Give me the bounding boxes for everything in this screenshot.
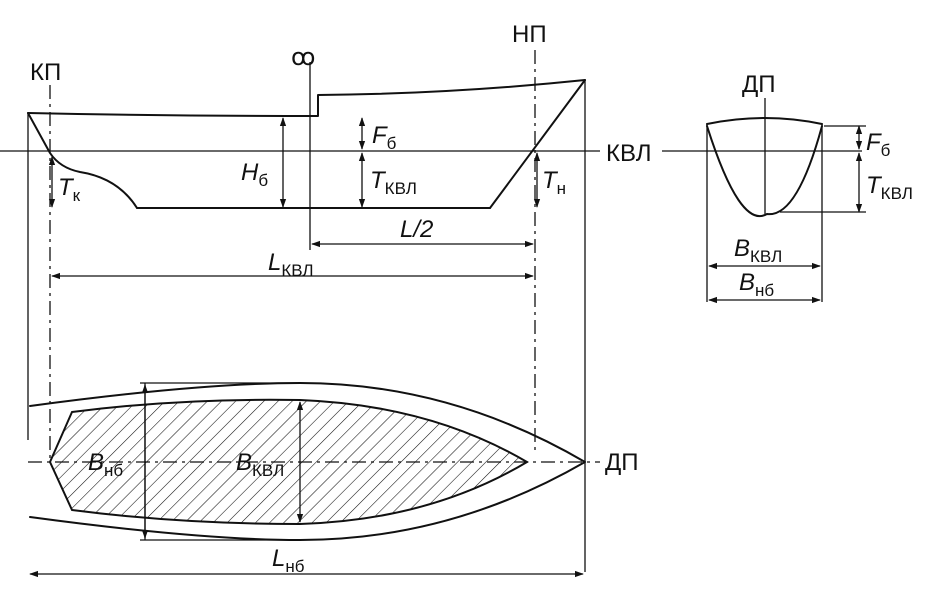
label-np: НП [512,21,547,48]
labels: КП НП ДП КВЛ ДП ꝏ Tк Hб Fб TКВЛ Tн L/2 L… [30,21,913,576]
label-bkvl-section: BКВЛ [734,235,782,266]
label-tk: Tк [58,174,81,205]
label-bnb-section: Bнб [739,269,774,300]
bow-contour [489,79,586,209]
label-tkvl-section: TКВЛ [866,172,913,203]
label-lkvl: LКВЛ [268,249,314,280]
label-bkvl-plan: BКВЛ [236,449,284,480]
label-bnb-plan: Bнб [88,449,123,480]
label-dp-plan: ДП [605,449,639,476]
plan-deck-outline [29,382,586,541]
label-lnb: Lнб [272,545,305,576]
profile-hull-outline [27,79,586,117]
label-fb: Fб [372,122,397,153]
label-kvl: КВЛ [606,140,651,167]
label-half-length: L/2 [400,216,433,243]
stern-contour [27,112,138,209]
label-kp: КП [30,59,61,86]
label-hb: Hб [241,159,268,190]
label-fb-section: Fб [866,129,891,160]
profile-view [0,50,862,572]
midship-symbol: ꝏ [291,44,315,71]
section-hull-curve [706,125,823,217]
midship-section-view [706,98,866,304]
plan-view [28,382,600,578]
label-dp-section: ДП [742,71,776,98]
label-tkvl: TКВЛ [370,167,417,198]
label-tn: Tн [542,167,566,198]
